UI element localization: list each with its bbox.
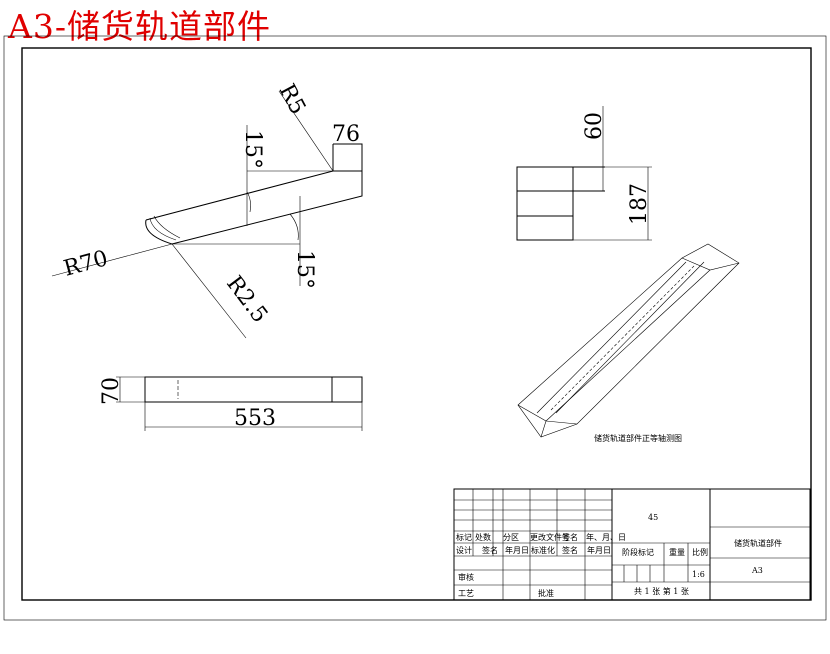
hdr-chushu: 处数 — [475, 532, 491, 542]
side-view: 60 187 — [516, 106, 652, 241]
hdr-biaozhunhua: 标准化 — [531, 545, 555, 555]
dim-70: 70 — [99, 377, 124, 405]
scale-value: 1:6 — [692, 570, 705, 579]
front-view: R5 76 15° R70 R2.5 15° — [51, 80, 363, 339]
hdr-fenqu: 分区 — [503, 533, 519, 542]
isometric-caption: 储货轨道部件正等轴测图 — [594, 433, 682, 443]
dim-r70: R70 — [61, 246, 111, 282]
label-ratio: 比例 — [692, 547, 708, 557]
isometric-view: 储货轨道部件正等轴测图 — [517, 243, 740, 443]
label-stage: 阶段标记 — [622, 547, 654, 557]
sheet-border-inner — [21, 47, 812, 601]
dim-187: 187 — [627, 183, 652, 225]
hdr-qianming2: 签名 — [482, 545, 498, 555]
dim-553: 553 — [234, 406, 276, 431]
dim-r2-5: R2.5 — [221, 272, 272, 328]
hdr-biaoji: 标记 — [456, 532, 472, 542]
material-value: 45 — [648, 513, 658, 522]
hdr-gengai: 更改文件号 — [530, 532, 570, 542]
title-block: 标记 处数 分区 更改文件号 签名 年、月、日 设计 签名 年月日 标准化 签名… — [453, 488, 811, 601]
dim-15-bottom: 15° — [292, 250, 317, 289]
hdr-nianyueri3: 年月日 — [587, 545, 611, 555]
dim-60: 60 — [582, 112, 607, 140]
sheet-border-outer — [3, 35, 827, 621]
top-view: 70 553 — [99, 376, 363, 431]
hdr-sheji: 设计 — [456, 545, 472, 555]
hdr-nianyueri2: 年月日 — [505, 545, 529, 555]
sheet-count: 共 1 张 第 1 张 — [634, 586, 689, 596]
label-craft: 工艺 — [458, 589, 474, 598]
dim-15-top: 15° — [240, 130, 265, 169]
part-name: 储货轨道部件 — [734, 538, 782, 548]
dim-r5: R5 — [274, 80, 310, 119]
hdr-qianming1: 签名 — [562, 532, 578, 542]
label-review: 审核 — [458, 572, 474, 582]
dim-76: 76 — [332, 122, 360, 147]
label-weight: 重量 — [669, 547, 685, 557]
label-approve: 批准 — [538, 588, 554, 598]
hdr-nianyueri1: 年、月、日 — [586, 532, 626, 542]
drawing-number: A3 — [751, 566, 763, 575]
drawing-title-banner: A3-储货轨道部件 — [8, 7, 271, 46]
hdr-qianming3: 签名 — [562, 545, 578, 555]
